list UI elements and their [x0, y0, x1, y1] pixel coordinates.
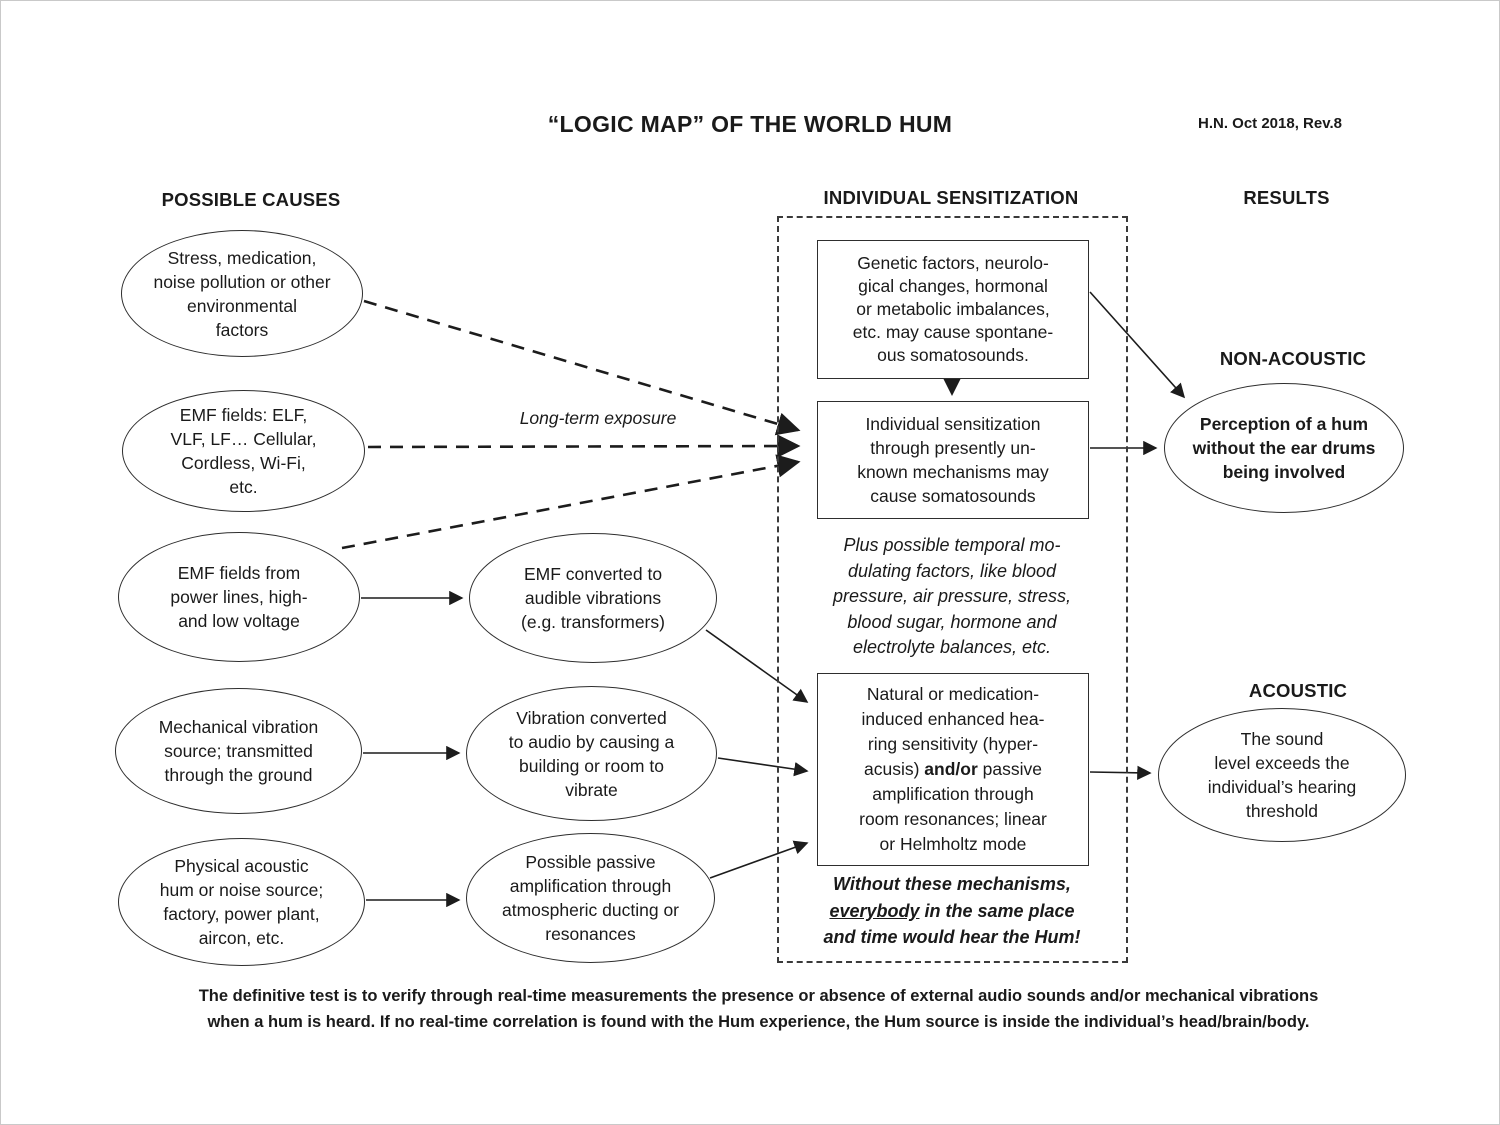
text-line: room resonances; linear — [859, 809, 1047, 829]
text-line: everybody in the same place — [829, 898, 1074, 925]
text-line: induced enhanced hea- — [861, 709, 1045, 729]
text-line: pressure, air pressure, stress, — [832, 586, 1072, 607]
modulating-factors-note: Plus possible temporal mo-dulating facto… — [784, 532, 1120, 662]
cause-ellipse-physical-acoustic: Physical acoustic hum or noise source; fac… — [118, 838, 365, 966]
text-line: electrolyte balances, etc. — [852, 637, 1052, 658]
text-line: etc. may cause spontane- — [852, 322, 1054, 342]
text-line: noise pollution or other — [153, 271, 331, 292]
text-line: known mechanisms may — [857, 462, 1049, 482]
text-line: dulating factors, like blood — [847, 560, 1057, 581]
text-line: or metabolic imbalances, — [856, 299, 1050, 319]
text-line: The definitive test is to verify through… — [198, 987, 1319, 1005]
long-term-exposure-label: Long-term exposure — [519, 408, 677, 428]
text-line: audible vibrations — [524, 588, 662, 608]
text-line: source; transmitted — [164, 741, 313, 761]
text-line: Mechanical vibration — [158, 717, 319, 737]
text-line: blood sugar, hormone and — [847, 611, 1057, 632]
acoustic-ellipse: The sound level exceeds the individual’s h… — [1158, 708, 1406, 842]
text-line: aircon, etc. — [198, 928, 285, 948]
arrow-emf-fields-to-sensitization — [367, 434, 801, 458]
non-acoustic-label: NON-ACOUSTIC — [1219, 348, 1367, 369]
hyperacusis-lines-before: Natural or medication-induced enhanced h… — [862, 682, 1045, 757]
text-line: EMF fields from — [177, 563, 301, 583]
acoustic-label: ACOUSTIC — [1248, 680, 1348, 701]
text-segment-bold: and/or — [924, 759, 978, 779]
text-line: Vibration converted — [516, 707, 667, 728]
text-line: Perception of a hum — [1199, 414, 1369, 434]
text-line: through the ground — [164, 765, 313, 785]
text-line: EMF fields: ELF, — [179, 405, 308, 425]
text-line: building or room to — [519, 755, 664, 776]
column-header-individual-sensitization: INDIVIDUAL SENSITIZATION — [823, 187, 1079, 208]
text-line: etc. — [229, 477, 258, 497]
text-line: VLF, LF… Cellular, — [170, 429, 317, 449]
without-mechanisms-note: Without these mechanisms, everybody in t… — [784, 870, 1120, 952]
sensitization-dashed-frame — [777, 216, 1128, 963]
hyperacusis-lines-after: amplification through room resonances; li… — [859, 782, 1047, 857]
text-line: and time would hear the Hum! — [823, 927, 1081, 948]
text-segment-underlined: everybody — [829, 900, 920, 921]
text-line: level exceeds the — [1214, 753, 1350, 773]
individual-sensitization-box: Individual sensitization through presentl… — [817, 401, 1089, 519]
hyperacusis-bold-line: acusis) and/or passive — [864, 757, 1042, 782]
text-line: through presently un- — [870, 438, 1036, 458]
text-line: Plus possible temporal mo- — [843, 535, 1061, 556]
text-line: Natural or medication- — [866, 684, 1040, 704]
text-line: being involved — [1222, 462, 1346, 482]
text-line: factors — [215, 319, 269, 340]
text-line: Possible passive — [525, 852, 656, 872]
text-segment: in the same place — [919, 900, 1075, 921]
text-line: threshold — [1246, 801, 1318, 821]
text-line: ous somatosounds. — [877, 345, 1029, 365]
text-line: cause somatosounds — [870, 486, 1036, 506]
footer-note: The definitive test is to verify through… — [136, 983, 1381, 1035]
text-line: environmental — [187, 295, 297, 316]
revision-note: H.N. Oct 2018, Rev.8 — [1198, 115, 1342, 132]
text-line: amplification through — [872, 784, 1034, 804]
text-line: vibrate — [565, 779, 618, 800]
text-line: The sound — [1240, 729, 1324, 749]
intermediate-ellipse-vibration-converted: Vibration converted to audio by causing a… — [466, 686, 717, 821]
text-line: power lines, high- — [170, 587, 308, 607]
column-header-possible-causes: POSSIBLE CAUSES — [161, 189, 341, 210]
text-line: atmospheric ducting or — [501, 900, 680, 920]
text-line: and low voltage — [178, 611, 300, 631]
text-line: Stress, medication, — [167, 247, 317, 268]
text-segment: passive — [977, 759, 1042, 779]
cause-ellipse-emf-fields: EMF fields: ELF, VLF, LF… Cellular, Cordle… — [122, 390, 365, 512]
text-line: individual’s hearing — [1207, 777, 1357, 797]
text-line: without the ear drums — [1192, 438, 1376, 458]
text-line: Cordless, Wi-Fi, — [181, 453, 306, 473]
text-line: Without these mechanisms, — [833, 874, 1071, 895]
intermediate-ellipse-emf-converted: EMF converted to audible vibrations (e.g. … — [469, 533, 717, 663]
non-acoustic-ellipse: Perception of a hum without the ear drums… — [1164, 383, 1404, 513]
text-line: when a hum is heard. If no real-time cor… — [207, 1013, 1310, 1031]
genetic-factors-box: Genetic factors, neurolo-gical changes, … — [817, 240, 1089, 379]
text-line: Individual sensitization — [865, 414, 1041, 434]
text-line: (e.g. transformers) — [521, 612, 665, 632]
text-line: factory, power plant, — [163, 904, 320, 924]
text-line: to audio by causing a — [508, 731, 675, 752]
text-line: gical changes, hormonal — [858, 276, 1048, 296]
text-line: Genetic factors, neurolo- — [857, 253, 1049, 273]
diagram-title: “LOGIC MAP” OF THE WORLD HUM — [547, 111, 953, 137]
text-line: Physical acoustic — [174, 856, 309, 876]
text-line: EMF converted to — [523, 564, 663, 584]
text-segment: acusis) — [864, 759, 925, 779]
column-header-results: RESULTS — [1243, 187, 1330, 208]
text-line: amplification through — [509, 876, 672, 896]
intermediate-ellipse-passive-amplification: Possible passive amplification through atm… — [466, 833, 715, 963]
text-line: resonances — [545, 924, 636, 944]
text-line: hum or noise source; — [159, 880, 324, 900]
text-line: or Helmholtz mode — [879, 834, 1027, 854]
cause-ellipse-emf-power-lines: EMF fields from power lines, high-and low… — [118, 532, 360, 662]
cause-ellipse-stress: Stress, medication, noise pollution or ot… — [121, 230, 363, 357]
hyperacusis-box: Natural or medication-induced enhanced h… — [817, 673, 1089, 866]
cause-ellipse-mechanical-vibration: Mechanical vibration source; transmitted t… — [115, 688, 362, 814]
text-line: ring sensitivity (hyper- — [867, 734, 1039, 754]
